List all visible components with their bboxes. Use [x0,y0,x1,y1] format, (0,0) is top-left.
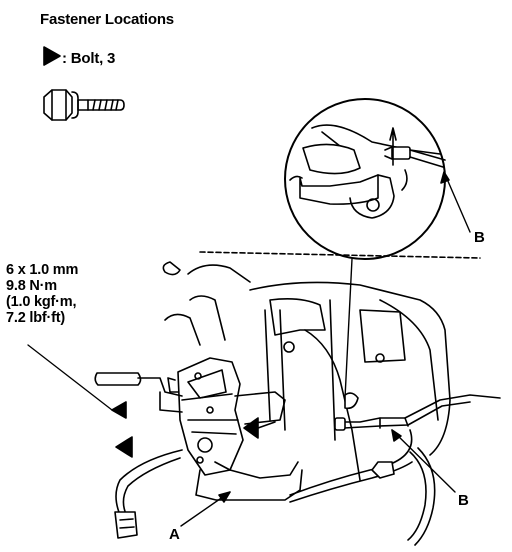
bolt-icon [43,89,125,121]
arrowhead-icon [43,46,61,66]
torque-spec: 6 x 1.0 mm 9.8 N·m (1.0 kgf·m, 7.2 lbf·f… [6,262,78,326]
callout-b-upper: B [474,229,485,246]
torque-spec-line: 6 x 1.0 mm [6,262,79,278]
torque-spec-line: 9.8 N·m [6,278,57,294]
bolt-arrow-icon [115,436,133,458]
detail-view [284,98,446,399]
bolt-arrow-icon [111,401,127,419]
callout-b-lower: B [458,492,469,509]
door-latch-assembly [167,357,303,501]
torque-spec-line: (1.0 kgf·m, [6,294,77,310]
bolt-arrow-icon [243,417,259,439]
callout-a: A [169,526,180,543]
bolt-legend-label: : Bolt, 3 [62,50,116,67]
torque-spec-line: 7.2 lbf·ft) [6,310,66,326]
diagram-title: Fastener Locations [40,11,174,28]
